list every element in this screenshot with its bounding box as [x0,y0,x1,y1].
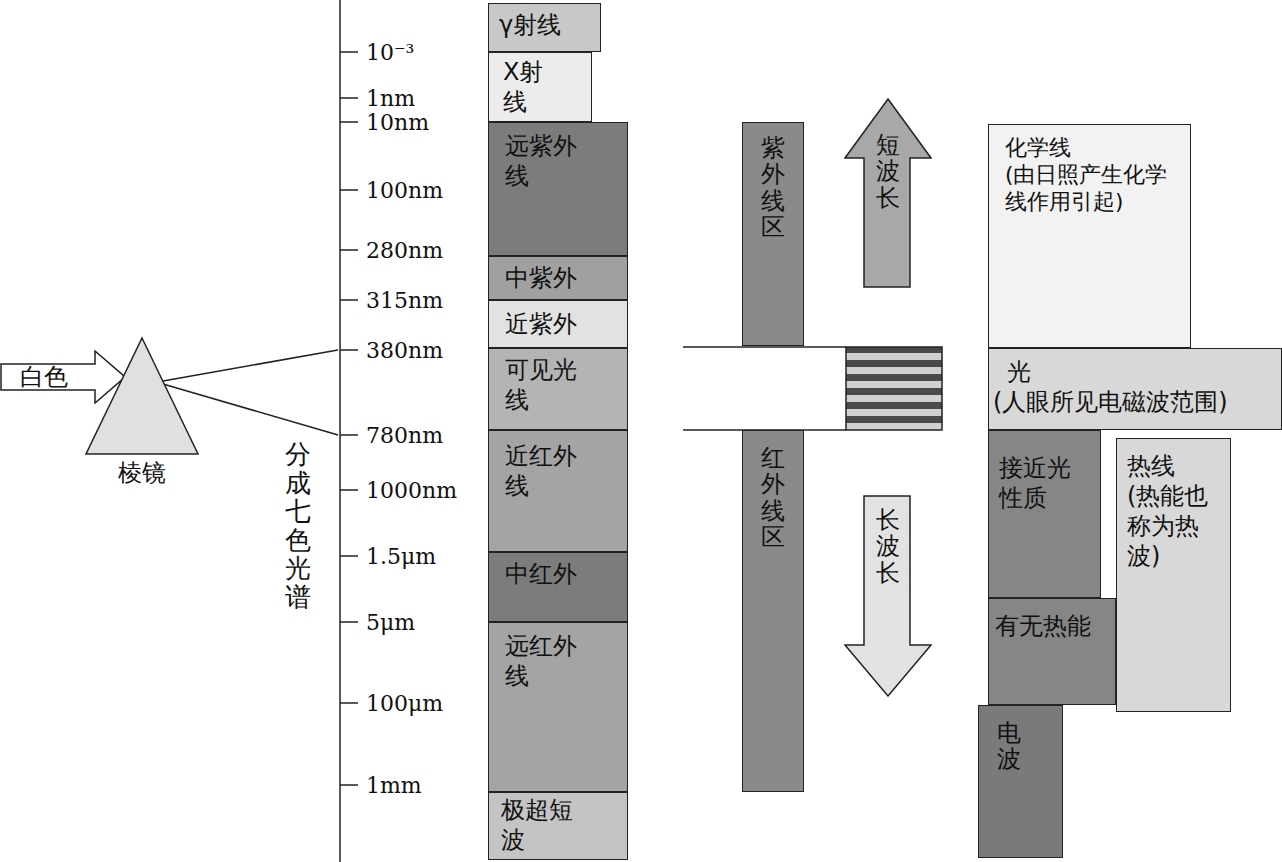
spectrum-band: 电波 [978,705,1063,858]
spectrum-band: 光(人眼所见电磁波范围) [988,348,1282,430]
spectrum-band: 中紫外 [488,256,628,300]
band-note: (人眼所见电磁波范围) [993,387,1228,417]
band-label: 有无热能 [995,611,1091,641]
scale-value: 1.5μm [366,544,436,569]
scale-value: 100μm [366,691,443,716]
band-label: 光 [993,357,1031,387]
scale-value: 280nm [366,238,443,263]
spectrum-band: X射 线 [488,52,592,122]
arrow-shape: 白色 [0,350,126,404]
band-label: 热线 [1127,451,1175,481]
spectrum-band: 接近光性质 [988,430,1101,598]
band-label: 化学线 [1005,135,1071,162]
band-note: (热能也称为热波) [1127,481,1213,571]
scale-value: 380nm [366,338,443,363]
arrow-shape: 棱镜 [84,336,200,492]
band-label: 近红外 线 [505,441,584,501]
spectrum-band: 红外线区 [742,430,804,792]
rainbow-stripes [846,347,942,430]
spectrum-band: 化学线(由日照产生化学线作用引起) [988,124,1191,348]
band-label: 电波 [997,720,1021,773]
band-note: (由日照产生化学线作用引起) [1005,162,1173,216]
spectrum-band: 极超短 波 [488,792,628,860]
band-label: 中紫外 [505,263,577,293]
spectrum-band: 远紫外 线 [488,122,628,256]
band-label: 紫外线区 [761,135,785,241]
band-label: 极超短 波 [501,795,580,855]
band-label: 接近光性质 [999,453,1073,513]
band-label: 棱镜 [118,458,166,488]
leader-line [163,350,338,381]
band-label: 红外线区 [761,445,785,551]
scale-value: 315nm [366,288,443,313]
spectrum-band: 有无热能 [988,598,1116,705]
spectrum-band: γ射线 [488,3,601,52]
scale-value: 10⁻³ [366,40,414,65]
spectrum-band: 可见光 线 [488,348,628,430]
band-label: X射 线 [503,57,556,117]
spectrum-band: 中红外 [488,552,628,622]
band-label: 远红外 线 [505,631,584,691]
scale-value: 100nm [366,178,443,203]
scale-value: 1mm [366,773,422,798]
band-label: 白色 [20,362,68,392]
ruler-ticks [340,52,358,785]
scale-value: 780nm [366,423,443,448]
arrow-shape: 短波长 [844,98,932,288]
arrow-shape: 长波长 [844,495,932,697]
spectrum-band: 远红外 线 [488,622,628,792]
scale-value: 5μm [366,610,415,635]
band-label: 可见光 线 [505,355,584,415]
spectrum-band: 热线(热能也称为热波) [1116,438,1231,712]
vertical-caption: 分成七色光谱 [285,440,311,612]
spectrum-band: 紫外线区 [742,122,804,346]
scale-value: 1000nm [366,478,457,503]
scale-value: 10nm [366,110,429,135]
leader-line [163,384,338,435]
band-label: 近紫外 [505,309,577,339]
spectrum-band: 近红外 线 [488,430,628,552]
band-label: 中红外 [505,559,577,589]
scale-value: 1nm [366,86,415,111]
band-label: γ射线 [499,10,561,40]
band-label: 短波长 [876,132,900,211]
band-edge [683,346,846,348]
band-label: 长波长 [876,507,900,586]
spectrum-band: 近紫外 [488,300,628,348]
ruler-axis [339,0,341,862]
band-label: 远紫外 线 [505,131,584,191]
